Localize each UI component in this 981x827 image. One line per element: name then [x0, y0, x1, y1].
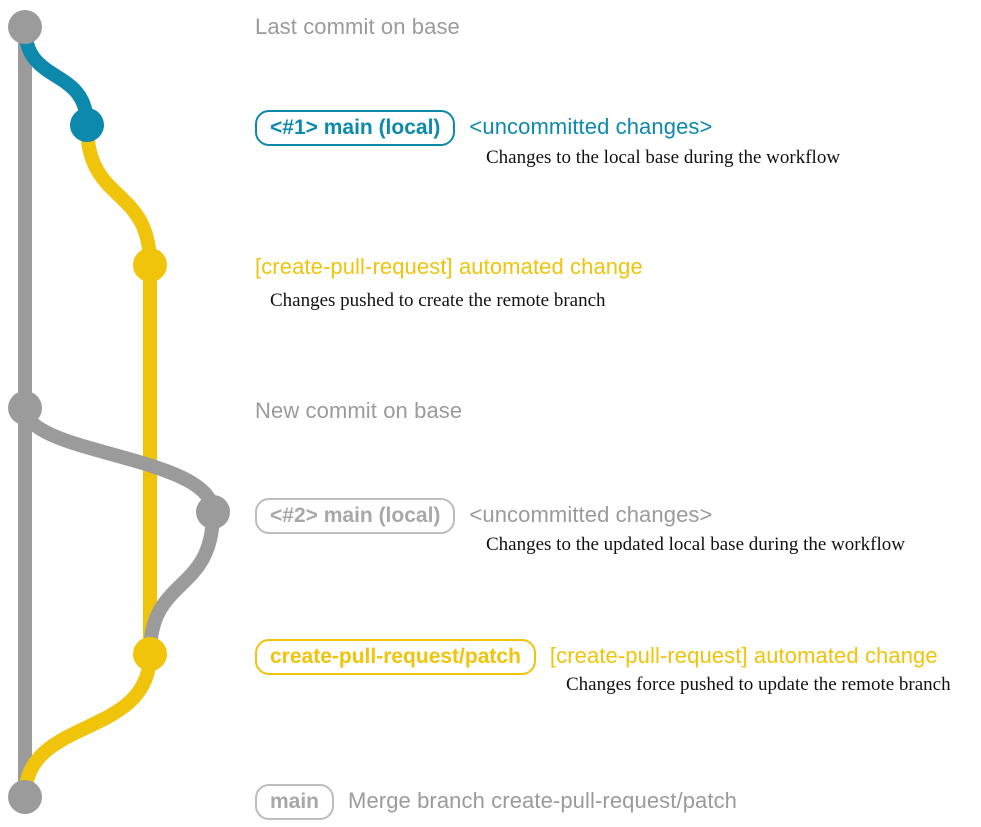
graph-node-base-new [8, 391, 42, 425]
graph-edge-base-to-local1 [18, 20, 94, 132]
entry-main-local-2: <#2> main (local) <uncommitted changes> [255, 498, 712, 534]
graph-node-base-top [8, 10, 42, 44]
ref-pill-main[interactable]: main [255, 784, 335, 820]
entry-automated-change-2: create-pull-request/patch [create-pull-r… [255, 639, 938, 675]
graph-node-local-1 [70, 108, 104, 142]
graph-edge-basenew-to-local2 [18, 401, 220, 519]
entry-subject-merge-branch: Merge branch create-pull-request/patch [348, 788, 738, 813]
entry-new-commit-on-base: New commit on base [255, 398, 462, 424]
entry-note-automated-change-2: Changes force pushed to update the remot… [566, 674, 951, 695]
entry-merge-branch: main Merge branch create-pull-request/pa… [255, 784, 737, 820]
entry-note-automated-change-1: Changes pushed to create the remote bran… [270, 290, 606, 311]
entry-note-main-local-1: Changes to the local base during the wor… [486, 147, 841, 168]
graph-node-local-2 [196, 495, 230, 529]
entry-subject-automated-change-2: [create-pull-request] automated change [549, 643, 938, 668]
graph-edge-local2-to-patch2 [143, 505, 220, 661]
graph-edge-patch2-to-merge [18, 647, 157, 804]
entry-subject-automated-change-1: [create-pull-request] automated change [255, 254, 643, 279]
entry-subject-last-commit-on-base: Last commit on base [255, 14, 460, 39]
ref-pill-main-local-1[interactable]: <#1> main (local) [255, 110, 456, 146]
entry-main-local-1: <#1> main (local) <uncommitted changes> [255, 110, 712, 146]
entry-note-main-local-2: Changes to the updated local base during… [486, 534, 905, 555]
graph-node-patch-1 [133, 248, 167, 282]
ref-pill-main-local-2[interactable]: <#2> main (local) [255, 498, 456, 534]
entry-subject-main-local-2: <uncommitted changes> [469, 502, 713, 527]
graph-node-base-merge [8, 780, 42, 814]
graph-edge-local1-to-patch1 [80, 118, 157, 272]
entry-subject-main-local-1: <uncommitted changes> [469, 114, 713, 139]
entry-subject-new-commit-on-base: New commit on base [255, 398, 463, 423]
graph-node-patch-2 [133, 637, 167, 671]
ref-pill-create-pull-request-patch[interactable]: create-pull-request/patch [255, 639, 536, 675]
commit-graph [8, 10, 230, 814]
entry-last-commit-on-base: Last commit on base [255, 14, 460, 40]
entry-automated-change-1: [create-pull-request] automated change [255, 254, 643, 280]
